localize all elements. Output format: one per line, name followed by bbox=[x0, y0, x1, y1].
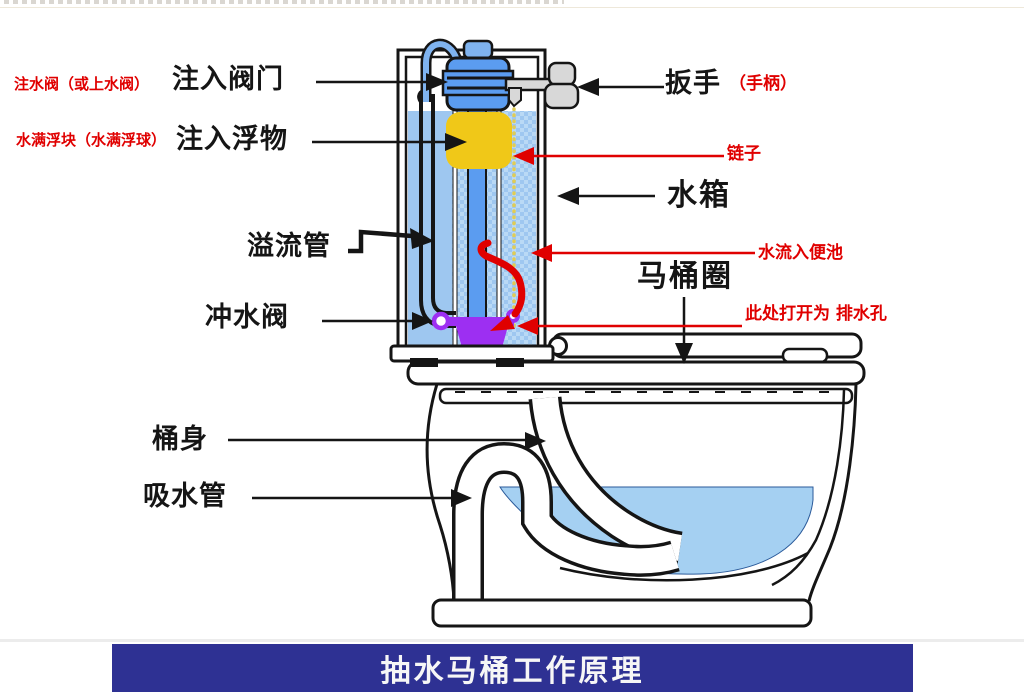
bowl bbox=[425, 383, 858, 628]
banner-top-edge bbox=[0, 639, 1024, 642]
arrowhead-tank bbox=[557, 187, 579, 205]
fill-valve-cap bbox=[462, 39, 494, 60]
fill-valve-band bbox=[441, 69, 515, 97]
bowl-floor-line bbox=[559, 551, 809, 582]
label-water-into-bowl: 水流入便池 bbox=[758, 243, 843, 263]
lid-bumper bbox=[781, 347, 829, 364]
label-handle: 扳手 bbox=[665, 68, 721, 99]
float-block bbox=[446, 112, 512, 169]
label-bowl-body: 桶身 bbox=[152, 424, 208, 455]
bowl-right-inner-wall bbox=[771, 389, 846, 587]
fill-valve-stripes bbox=[447, 76, 513, 90]
bowl-left-wall bbox=[425, 383, 456, 602]
handle-knob-top[interactable] bbox=[547, 61, 577, 87]
arrowhead-water-into-bowl bbox=[531, 244, 552, 262]
label-toilet-seat: 马桶圈 bbox=[637, 259, 733, 294]
label-fill-valve-alt: 注水阀（或上水阀） bbox=[14, 75, 150, 93]
pedestal-base bbox=[431, 598, 813, 628]
tank-foot-right bbox=[496, 358, 524, 367]
label-float: 注入浮物 bbox=[176, 124, 288, 155]
label-handle-alt: （手柄） bbox=[729, 74, 797, 94]
seat-ring bbox=[406, 360, 866, 386]
page-title: 抽水马桶工作原理 bbox=[380, 654, 645, 689]
flush-valve-ring-left bbox=[431, 311, 451, 331]
handle-knob[interactable] bbox=[543, 82, 580, 110]
water-flow-arrowhead bbox=[490, 315, 515, 331]
arrowhead-drain-hole bbox=[517, 317, 538, 335]
tank-foot-left bbox=[410, 358, 438, 367]
arrowhead-siphon bbox=[451, 489, 472, 507]
label-flush-valve: 冲水阀 bbox=[205, 302, 289, 333]
label-chain: 链子 bbox=[727, 144, 761, 164]
label-arrows bbox=[228, 73, 693, 507]
red-label-arrows bbox=[513, 147, 755, 335]
flush-valve-bar bbox=[448, 317, 514, 326]
arrowhead-flush-valve bbox=[412, 312, 433, 330]
arrowhead-seat bbox=[675, 343, 693, 364]
label-fill-valve: 注入阀门 bbox=[172, 64, 284, 95]
arrowhead-chain bbox=[513, 147, 534, 165]
bowl-right-wall bbox=[807, 383, 858, 602]
arrowhead-handle bbox=[577, 78, 599, 96]
tank bbox=[389, 38, 580, 367]
label-float-alt: 水满浮块（水满浮球） bbox=[16, 131, 167, 149]
rear-passage bbox=[532, 396, 683, 561]
label-tank: 水箱 bbox=[667, 178, 731, 213]
tank-base bbox=[389, 344, 555, 363]
title-banner: 抽水马桶工作原理 bbox=[112, 644, 913, 692]
water-flow-curve bbox=[477, 239, 526, 318]
label-overflow-pipe: 溢流管 bbox=[247, 231, 331, 262]
fill-tube bbox=[423, 41, 460, 102]
label-siphon-pipe: 吸水管 bbox=[143, 481, 227, 512]
arrow-overflow bbox=[348, 229, 413, 254]
arrowhead-float bbox=[445, 133, 467, 151]
arrowhead-overflow bbox=[410, 228, 434, 249]
clipped-header-text bbox=[0, 0, 1024, 8]
siphon-trap bbox=[455, 445, 679, 601]
arrowhead-bowl-body bbox=[525, 432, 546, 450]
label-drain-hole: 此处打开为 排水孔 bbox=[745, 304, 887, 324]
lever-spout bbox=[508, 87, 522, 108]
arrowhead-fill-valve bbox=[426, 73, 448, 91]
overflow-tube-inner bbox=[431, 94, 456, 315]
